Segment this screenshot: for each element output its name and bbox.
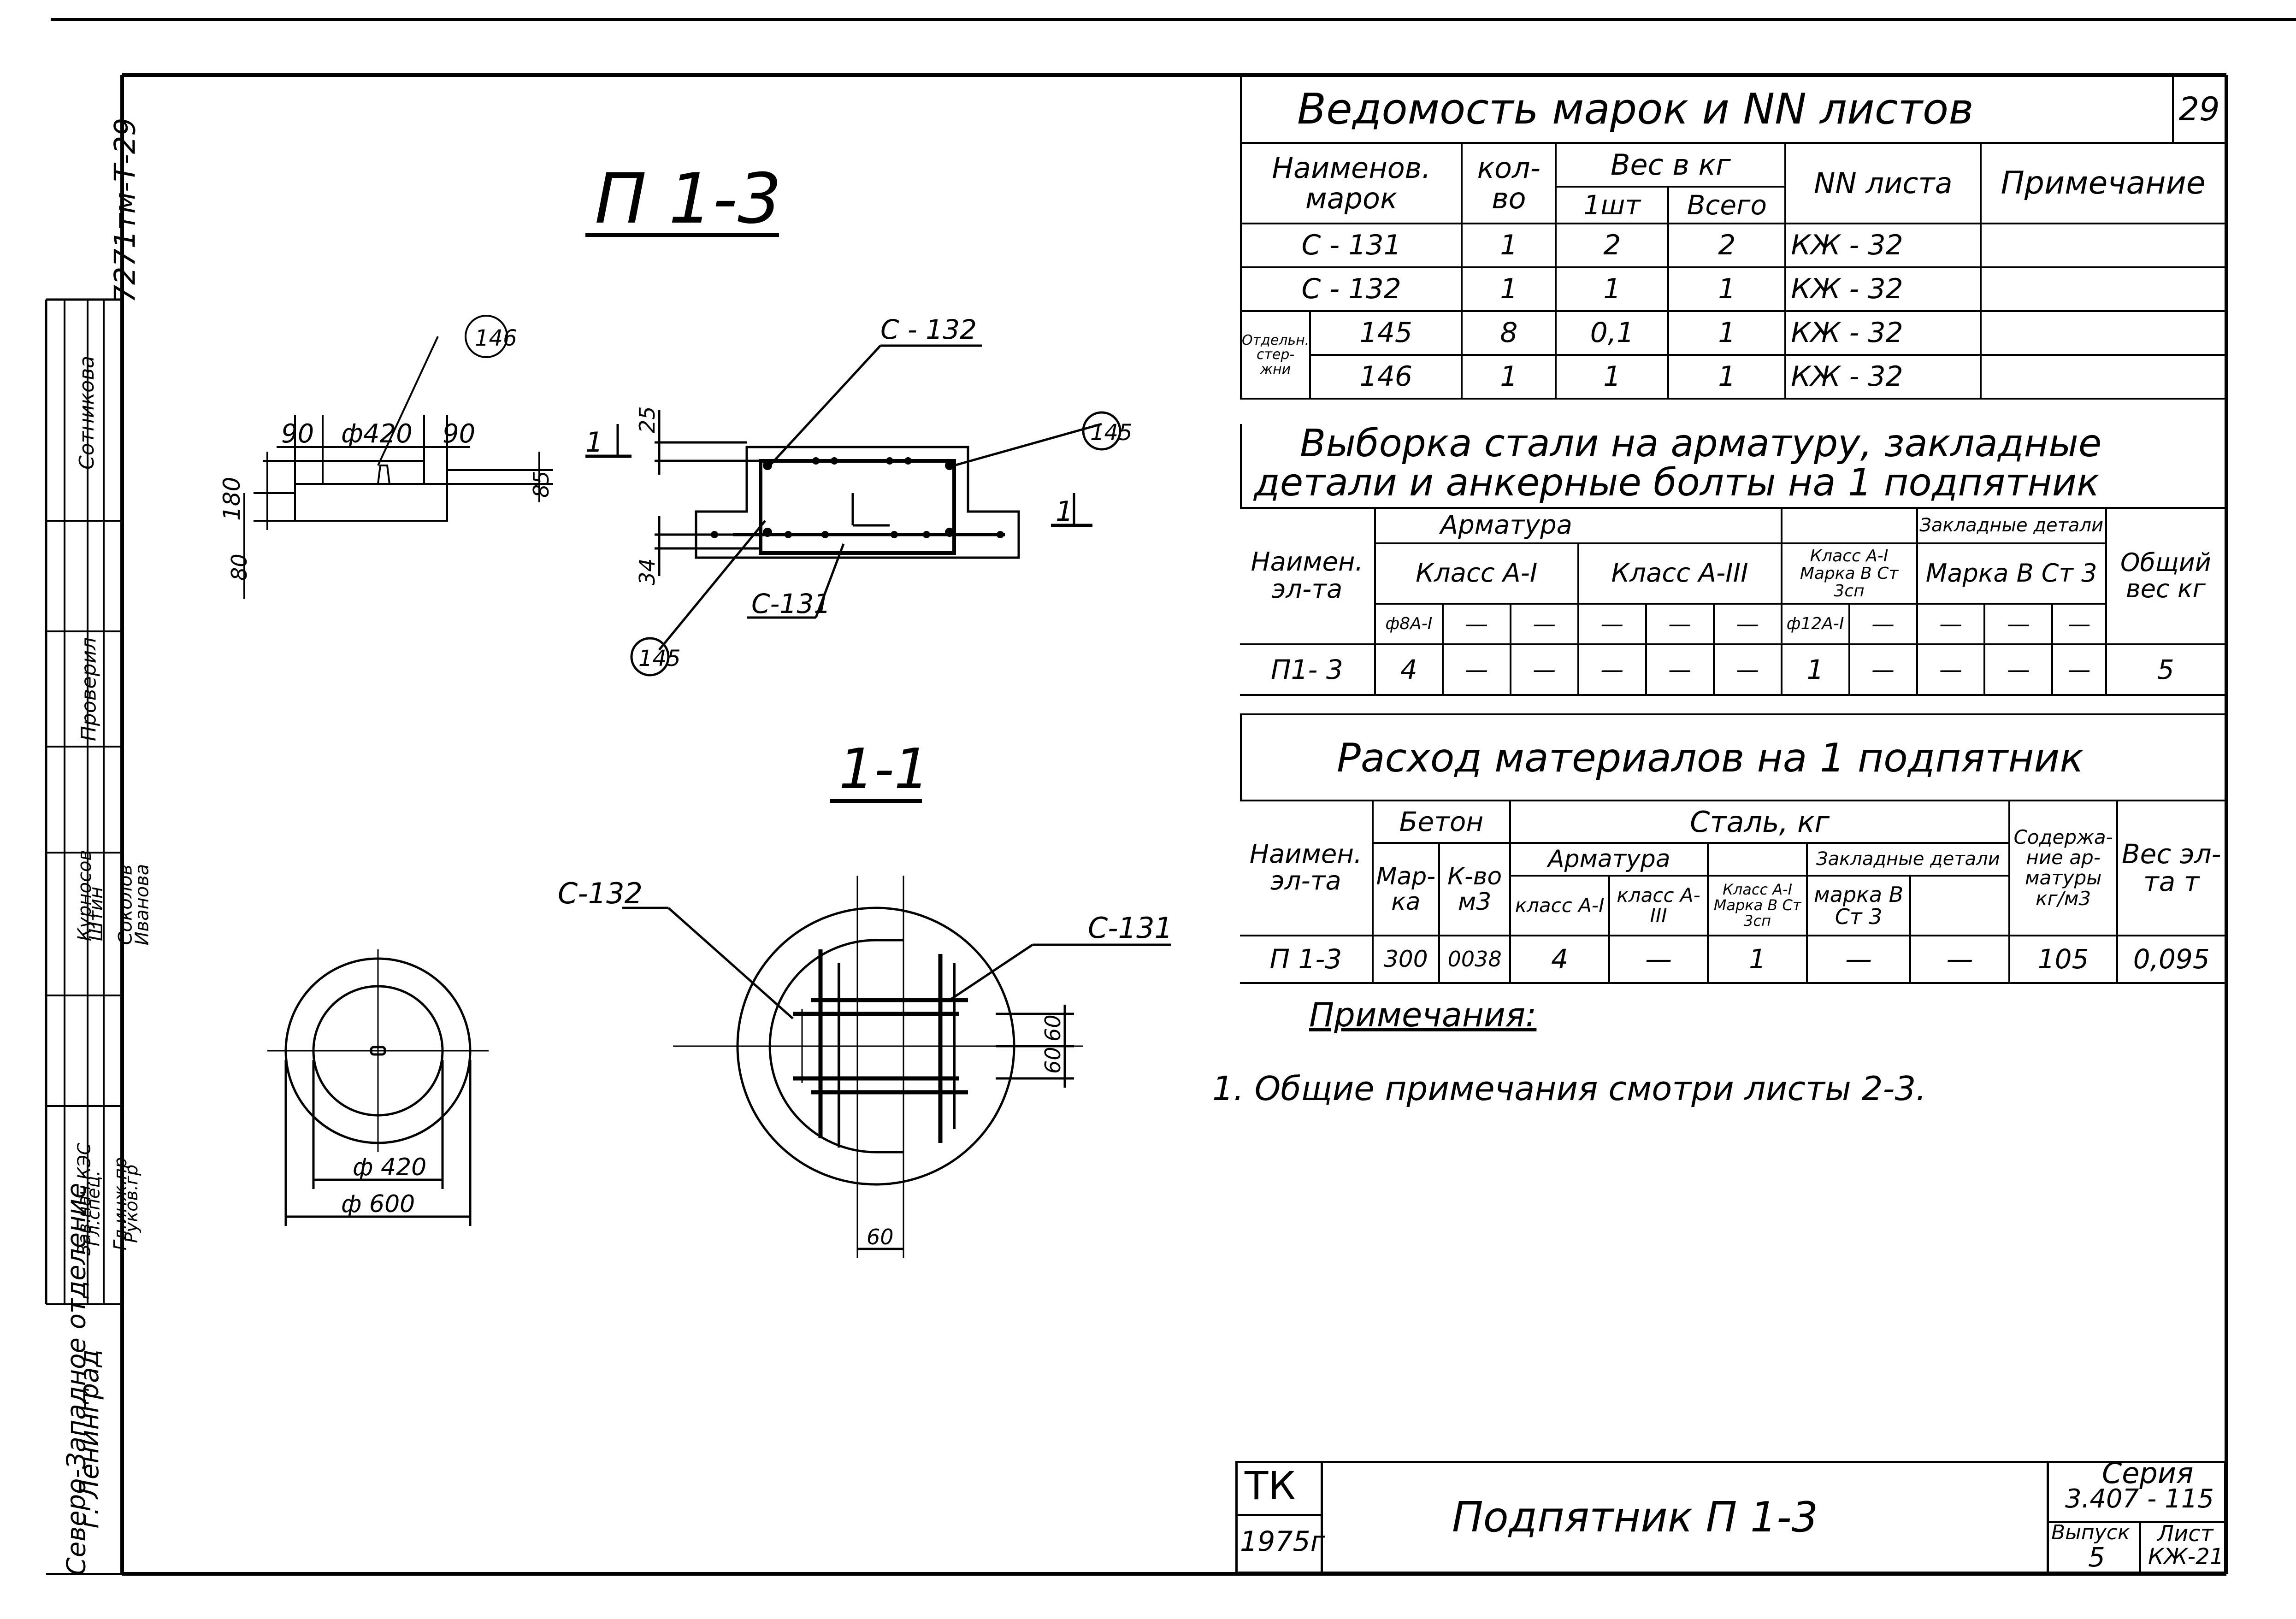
table-row: Отдельн. стер- жни 145 8 0,1 1 КЖ - 32 xyxy=(1239,310,2226,400)
title-block xyxy=(1235,1461,2226,1574)
steel-table: Наимен. эл-та Арматура Закладные детали … xyxy=(1240,506,2227,696)
mat-col-classmark: Класс А-I Марка В Ст 3сп xyxy=(1707,874,1808,936)
series-value: 3.407 - 115 xyxy=(2065,1484,2214,1514)
steel-col-name: Наимен. эл-та xyxy=(1240,506,1376,646)
col-qty: кол-во xyxy=(1461,142,1557,224)
dim-80: 80 xyxy=(227,553,252,581)
steel-col-classmark: Класс А-I Марка В Ст 3сп xyxy=(1780,542,1918,605)
mat-col-embed: Закладные детали xyxy=(1806,842,2010,877)
section-label-c131: С-131 xyxy=(1088,911,1173,945)
callout-146: 146 xyxy=(475,325,517,351)
drawing-title: П 1-3 xyxy=(595,159,782,239)
marks-table-title: Ведомость марок и NN листов xyxy=(1240,75,2173,144)
tk-year: 1975г xyxy=(1240,1525,1325,1558)
mat-col-class3: класс А-III xyxy=(1608,874,1709,936)
section-mark-left: 1 xyxy=(585,426,603,459)
elevation-view: С - 132 С-131 145 145 25 34 1 1 xyxy=(585,318,1133,677)
steel-col-class3: Класс А-III xyxy=(1577,542,1782,605)
stamp-name-4: Иванова xyxy=(131,864,153,946)
marks-table: Ведомость марок и NN листов 29 Наименов.… xyxy=(1239,75,2226,400)
col-name: Наименов. марок xyxy=(1239,142,1463,224)
dim-90-right: 90 xyxy=(443,419,475,449)
dim-34: 34 xyxy=(635,558,660,585)
steel-sub-d8: ф8А-I xyxy=(1374,603,1444,646)
stamp-city: г. Ленинград xyxy=(75,1349,105,1529)
col-sheet: NN листа xyxy=(1784,142,1982,224)
callout-145a: 145 xyxy=(1090,420,1133,446)
steel-col-embed: Закладные детали xyxy=(1916,507,2107,543)
col-weight: Вес в кг xyxy=(1555,142,1787,188)
dim-180: 180 xyxy=(218,477,245,521)
col-note: Примечание xyxy=(1980,142,2226,224)
section-mark-right: 1 xyxy=(1056,495,1073,528)
steel-col-armat: Арматура xyxy=(1374,507,1782,543)
steel-col-embed-mark: Марка В Ст 3 xyxy=(1916,542,2107,605)
dim-d600: ф 600 xyxy=(341,1190,415,1218)
stamp-role-4: Руков.гр xyxy=(121,1164,142,1243)
label-c132: С - 132 xyxy=(880,318,977,345)
dim-diam-420: ф420 xyxy=(341,419,413,449)
section-underline xyxy=(830,799,922,803)
section-label-c132: С-132 xyxy=(558,877,643,910)
section-title: 1-1 xyxy=(839,737,929,801)
issue-label: Выпуск xyxy=(2051,1521,2130,1544)
stamp-name-2: Штин xyxy=(86,886,107,942)
mat-col-steel: Сталь, кг xyxy=(1509,799,2010,844)
table-row: С - 131 1 2 2 КЖ - 32 xyxy=(1239,223,2226,268)
sheet-label: Лист xyxy=(2157,1521,2213,1547)
table-row: С - 132 1 1 1 КЖ - 32 xyxy=(1239,266,2226,312)
sheet-value: КЖ-21 xyxy=(2148,1544,2224,1570)
dim-60c: 60 xyxy=(867,1225,894,1249)
notes-heading: Примечания: xyxy=(1309,995,1537,1034)
label-c131: С-131 xyxy=(751,588,831,619)
stamp-author: Сотникова xyxy=(75,355,99,470)
section-1-1: С-132 С-131 60 60 60 xyxy=(558,876,1173,1258)
dim-60b: 60 xyxy=(1040,1047,1065,1074)
steel-sub-d12: ф12А-I xyxy=(1780,603,1850,646)
mat-col-vol: К-во м3 xyxy=(1438,842,1511,936)
dim-90-left: 90 xyxy=(281,419,314,449)
materials-table-title: Расход материалов на 1 подпятник xyxy=(1337,735,2084,781)
dim-d420: ф 420 xyxy=(353,1154,426,1181)
mat-col-weight: Вес эл-та т xyxy=(2116,800,2226,936)
dim-25: 25 xyxy=(635,406,660,433)
issue-value: 5 xyxy=(2088,1542,2105,1573)
steel-table-title-1: Выборка стали на арматуру, закладные xyxy=(1300,422,2102,465)
materials-table: Наимен. эл-та Бетон Сталь, кг Содержа- н… xyxy=(1240,799,2226,984)
stamp-checked: Проверил xyxy=(77,637,101,742)
steel-table-title-2: детали и анкерные болты на 1 подпятник xyxy=(1254,461,2100,505)
mat-col-armat: Арматура xyxy=(1509,842,1709,877)
col-wall: Всего xyxy=(1667,186,1787,224)
title-block-name: Подпятник П 1-3 xyxy=(1452,1493,1818,1542)
table-row: П1- 3 4 — — — — — 1 — — — — 5 xyxy=(1240,643,2227,696)
mat-col-class1: класс А-I xyxy=(1509,874,1610,936)
mat-col-name: Наимен. эл-та xyxy=(1240,800,1374,936)
table-row: 146 1 1 1 КЖ - 32 xyxy=(1241,354,2226,400)
title-underline xyxy=(585,233,779,237)
mat-col-beton: Бетон xyxy=(1371,799,1511,844)
mat-col-mark: Мар- ка xyxy=(1371,842,1440,936)
mat-col-content: Содержа- ние ар- матуры кг/м3 xyxy=(2008,800,2119,936)
mat-col-embed-mark: марка В Ст 3 xyxy=(1806,874,1912,936)
plan-view: 146 90 ф420 90 180 80 85 xyxy=(218,315,554,599)
circle-plan-view: ф 420 ф 600 xyxy=(267,949,489,1226)
dim-60a: 60 xyxy=(1040,1014,1065,1042)
sheet-number: 29 xyxy=(2172,75,2226,144)
dim-85: 85 xyxy=(529,471,554,498)
tk-cell xyxy=(1235,1461,1323,1574)
series-label: Серия xyxy=(2102,1456,2194,1490)
drawing-code: 7271тм-Т-29 xyxy=(108,118,142,303)
steel-col-class1: Класс А-I xyxy=(1374,542,1579,605)
col-w1: 1шт xyxy=(1555,186,1670,224)
side-label: Отдельн. стер- жни xyxy=(1239,310,1311,400)
callout-145b: 145 xyxy=(638,646,681,671)
table-row: П 1-3 300 0038 4 — 1 — — 105 0,095 xyxy=(1240,934,2226,984)
notes-item-1: 1. Общие примечания смотри листы 2-3. xyxy=(1212,1069,1927,1108)
tk-label: ТК xyxy=(1245,1463,1296,1508)
steel-col-total: Общий вес кг xyxy=(2105,506,2227,646)
